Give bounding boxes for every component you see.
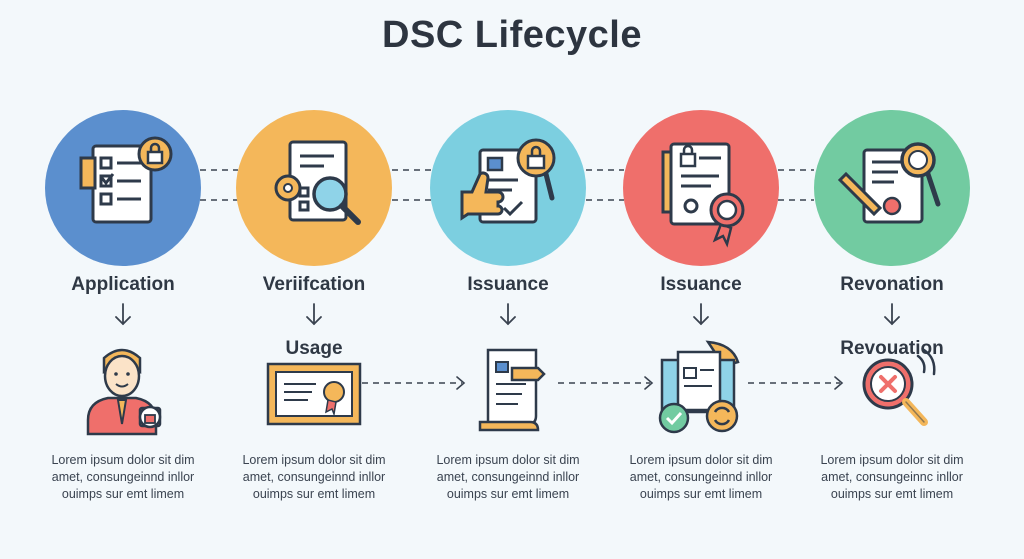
issuance-certificate-seal-icon [661,142,745,248]
page-title: DSC Lifecycle [382,14,642,56]
stage-label-issuance-2: Issuance [660,274,742,295]
certificate-icon [266,362,362,426]
scroll-key-icon [478,348,546,432]
application-checklist-lock-icon [79,136,173,224]
arrow-down-icon [884,303,900,326]
sub-label-usage: Usage [285,338,343,359]
stage-circle-verification [236,110,392,266]
stage-circle-issuance-2 [623,110,779,266]
user-lock-icon [86,348,162,436]
arrow-down-icon [500,303,516,326]
revoke-magnifier-icon [862,348,936,426]
stage-label-application: Application [71,274,175,295]
arrow-down-icon [693,303,709,326]
arrow-down-icon [115,303,131,326]
issuance-thumbs-up-lock-icon [460,138,556,224]
stage-circle-revocation [814,110,970,266]
sub-label-revocation: Revouation [840,338,944,359]
stage-label-verification: Veriifcation [262,274,366,295]
stage-label-issuance-1: Issuance [467,274,549,295]
stage-label-revocation: Revonation [840,274,944,295]
revocation-pen-magnifier-icon [837,142,941,224]
stage-circle-application [45,110,201,266]
verification-magnifier-gear-icon [274,140,361,225]
verified-document-icon [658,340,740,434]
arrow-down-icon [306,303,322,326]
stage-circle-issuance-1 [430,110,586,266]
